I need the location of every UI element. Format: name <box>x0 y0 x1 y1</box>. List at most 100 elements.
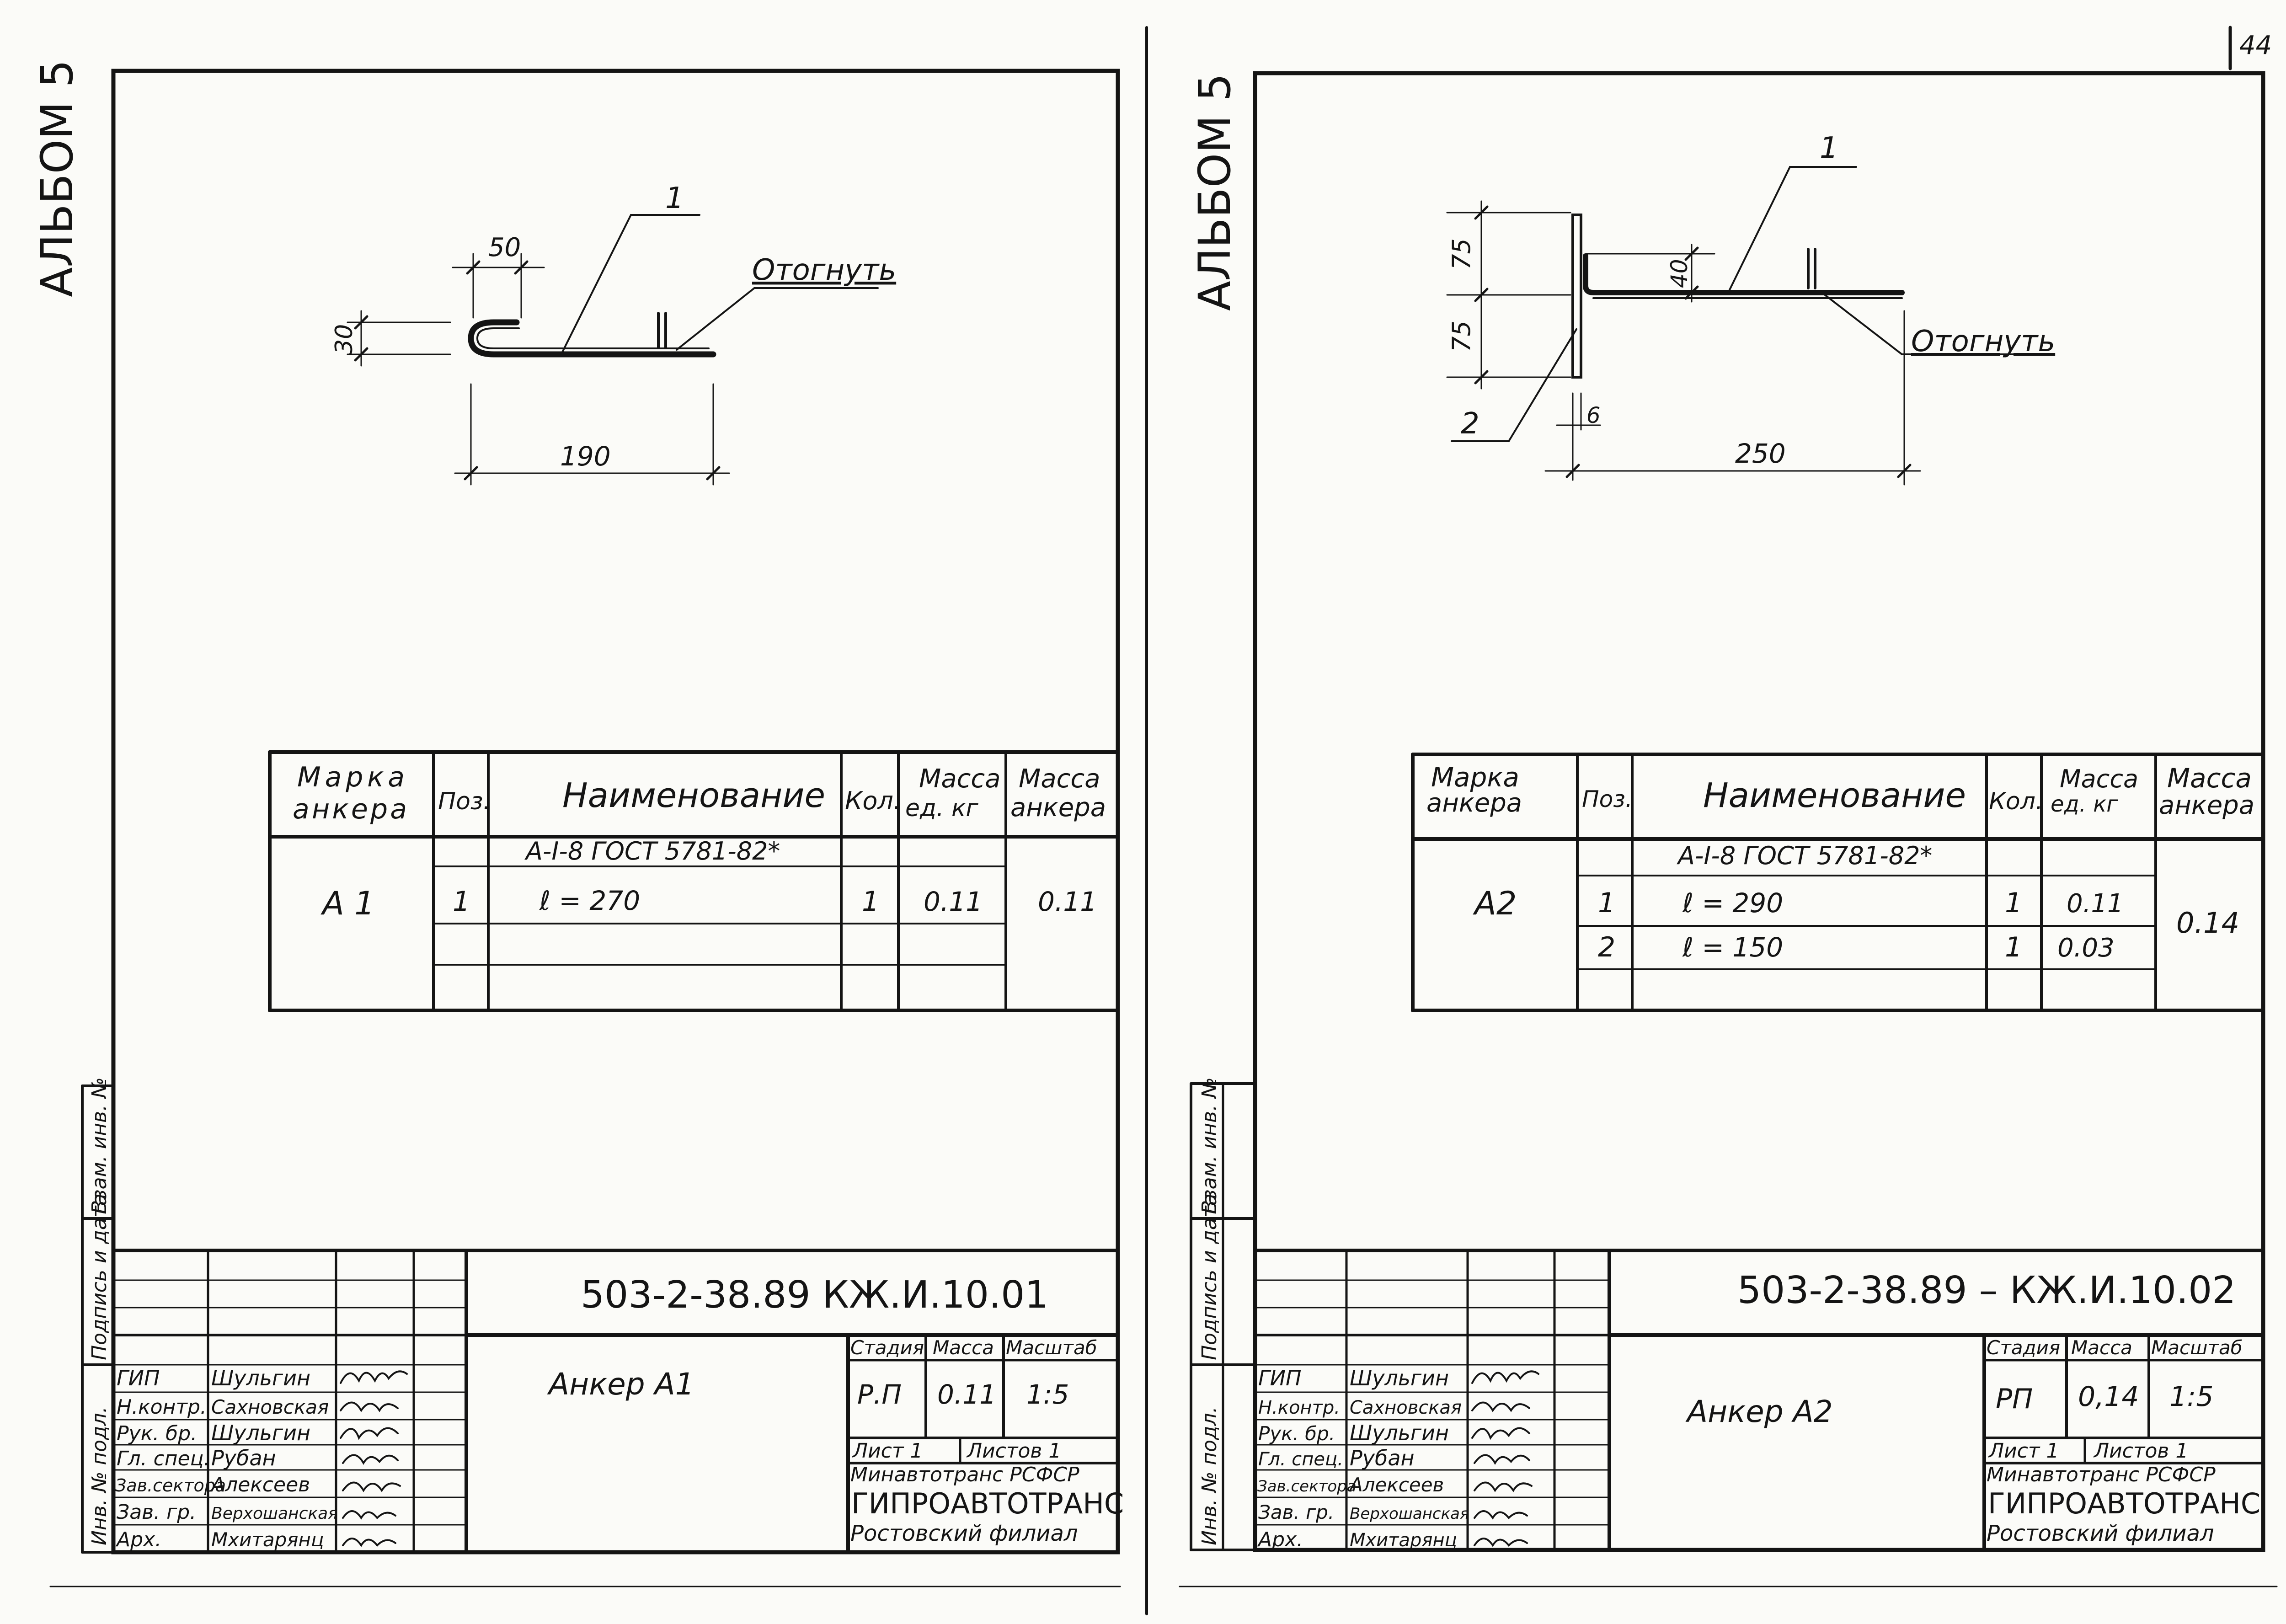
name-4-right: Рубан <box>1350 1446 1415 1470</box>
mass-label-right: Масса <box>2071 1336 2132 1359</box>
role-2: Н.контр. <box>117 1395 207 1419</box>
strip-replace-inv-right: Взам. инв. № <box>1198 1077 1221 1214</box>
row-1-name-right: ℓ = 290 <box>1682 887 1783 919</box>
stage-label: Стадия <box>850 1336 924 1359</box>
signatures <box>340 1370 408 1547</box>
sheet-title: Анкер А1 <box>547 1367 694 1402</box>
org-institute: ГИПРОАВТОТРАНС <box>851 1487 1124 1520</box>
callout-1: 1 <box>665 182 684 215</box>
sheet-a2: АЛЬБОМ 5 Инв. № подл. Подпись и дата Вза… <box>1189 71 2265 1552</box>
header-anchor-mass-1-right: Масса <box>2167 763 2252 794</box>
dim-250: 250 <box>1735 438 1786 469</box>
header-unit-mass-2-right: ед. кг <box>2051 791 2118 817</box>
dim-40: 40 <box>1666 259 1693 288</box>
sheet-number-right: Лист 1 <box>1988 1439 2059 1463</box>
org-institute-right: ГИПРОАВТОТРАНС <box>1988 1487 2260 1520</box>
row-1-pos: 1 <box>453 886 470 918</box>
strip-inv-number: Инв. № подл. <box>88 1406 111 1545</box>
title-block-a1: ГИП Н.контр. Рук. бр. Гл. спец. Зав.сект… <box>112 1249 1124 1554</box>
name-1: Шульгин <box>211 1366 310 1390</box>
document-code-right: 503-2-38.89 – КЖ.И.10.02 <box>1737 1269 2236 1312</box>
name-5-right: Алексеев <box>1348 1474 1444 1496</box>
material-spec-right: A-I-8 ГОСТ 5781-82* <box>1677 841 1932 870</box>
header-unit-mass-1-right: Масса <box>2060 764 2138 793</box>
callout-2-right: 2 <box>1461 407 1479 441</box>
spec-table-a2: Марка анкера Поз. Наименование Кол. Масс… <box>1411 753 2265 1012</box>
album-label: АЛЬБОМ 5 <box>32 59 83 297</box>
role-3-right: Рук. бр. <box>1258 1422 1335 1445</box>
anchor-mass: 0.11 <box>1038 886 1097 917</box>
name-2-right: Сахновская <box>1350 1397 1462 1418</box>
side-strip-right: Инв. № подл. Подпись и дата Взам. инв. № <box>1190 1077 1256 1551</box>
anchor-a2-drawing: 1 Отогнуть 2 75 75 40 <box>1446 131 2055 486</box>
stage-label-right: Стадия <box>1987 1336 2060 1359</box>
row-2-mass-right: 0.03 <box>2057 933 2115 963</box>
role-6: Зав. гр. <box>117 1501 196 1524</box>
header-pos-right: Поз. <box>1582 786 1633 812</box>
row-1-pos-right: 1 <box>1598 887 1615 919</box>
sheets-count-right: Листов 1 <box>2093 1439 2188 1463</box>
dim-6: 6 <box>1586 403 1601 428</box>
sheet-a1: АЛЬБОМ 5 Инв. № подл. Подпись и дата Вза… <box>32 59 1124 1555</box>
name-4: Рубан <box>211 1446 276 1470</box>
name-5: Алексеев <box>210 1473 310 1496</box>
name-6: Верхошанская <box>211 1504 338 1523</box>
role-7-right: Арх. <box>1257 1528 1303 1551</box>
header-anchor-mass-2-right: анкера <box>2159 791 2254 820</box>
anchor-mark: А 1 <box>320 885 375 922</box>
dim-50: 50 <box>488 233 521 262</box>
scale-label-right: Масштаб <box>2151 1336 2243 1359</box>
bend-note: Отогнуть <box>752 253 896 287</box>
name-7: Мхитарянц <box>211 1528 324 1551</box>
name-6-right: Верхошанская <box>1350 1505 1469 1523</box>
header-anchor-mass-1: Масса <box>1019 764 1100 794</box>
title-block-a2: ГИП Н.контр. Рук. бр. Гл. спец. Зав.сект… <box>1253 1249 2265 1552</box>
scale-value-right: 1:5 <box>2169 1381 2214 1413</box>
row-1-mass-right: 0.11 <box>2067 889 2124 919</box>
header-qty-right: Кол. <box>1989 788 2043 815</box>
org-branch-right: Ростовский филиал <box>1987 1521 2214 1546</box>
callout-1-right: 1 <box>1820 131 1838 165</box>
dim-30: 30 <box>331 324 358 354</box>
dim-190: 190 <box>560 441 611 472</box>
role-4-right: Гл. спец. <box>1258 1449 1343 1470</box>
name-7-right: Мхитарянц <box>1350 1530 1457 1551</box>
dim-75-lower: 75 <box>1447 321 1476 352</box>
strip-signature-date-right: Подпись и дата <box>1198 1194 1221 1360</box>
page-number: 44 <box>2228 26 2272 70</box>
role-5-right: Зав.сектора <box>1257 1477 1357 1496</box>
scale-label: Масштаб <box>1006 1336 1097 1359</box>
org-ministry-right: Минавтотранс РСФСР <box>1987 1463 2216 1486</box>
side-strip: Инв. № подл. Подпись и дата Взам. инв. № <box>81 1077 115 1554</box>
stage-value: Р.П <box>857 1379 902 1410</box>
sheet-title-right: Анкер А2 <box>1685 1394 1833 1429</box>
header-mark-1: Марка <box>297 761 405 793</box>
role-4: Гл. спец. <box>117 1447 210 1470</box>
bend-note-right: Отогнуть <box>1911 325 2055 358</box>
material-spec: A-I-8 ГОСТ 5781-82* <box>524 837 780 865</box>
header-name-right: Наименование <box>1703 776 1966 815</box>
scale-value: 1:5 <box>1026 1379 1069 1410</box>
dim-75-upper: 75 <box>1447 238 1476 270</box>
name-3: Шульгин <box>211 1421 310 1445</box>
header-mark-2-right: анкера <box>1426 788 1522 818</box>
header-qty: Кол. <box>845 786 901 815</box>
header-unit-mass-2: ед. кг <box>905 795 978 822</box>
signatures-right <box>1471 1370 1539 1547</box>
mass-value-right: 0,14 <box>2078 1381 2139 1413</box>
strip-signature-date: Подпись и дата <box>88 1194 111 1360</box>
row-2-name-right: ℓ = 150 <box>1682 932 1783 963</box>
sheets-count: Листов 1 <box>966 1439 1061 1463</box>
sheet-frame-right <box>1253 71 2265 1552</box>
album-label-right: АЛЬБОМ 5 <box>1189 73 1240 311</box>
role-1-right: ГИП <box>1258 1366 1302 1390</box>
page-number-text: 44 <box>2239 31 2272 60</box>
row-1-name: ℓ = 270 <box>539 885 640 916</box>
role-3: Рук. бр. <box>117 1422 197 1445</box>
name-2: Сахновская <box>211 1396 329 1418</box>
stage-value-right: РП <box>1996 1383 2033 1415</box>
anchor-mark-right: А2 <box>1473 885 1517 922</box>
mass-label: Масса <box>933 1336 994 1359</box>
org-branch: Ростовский филиал <box>850 1521 1078 1546</box>
sheet-frame <box>111 69 1120 1555</box>
